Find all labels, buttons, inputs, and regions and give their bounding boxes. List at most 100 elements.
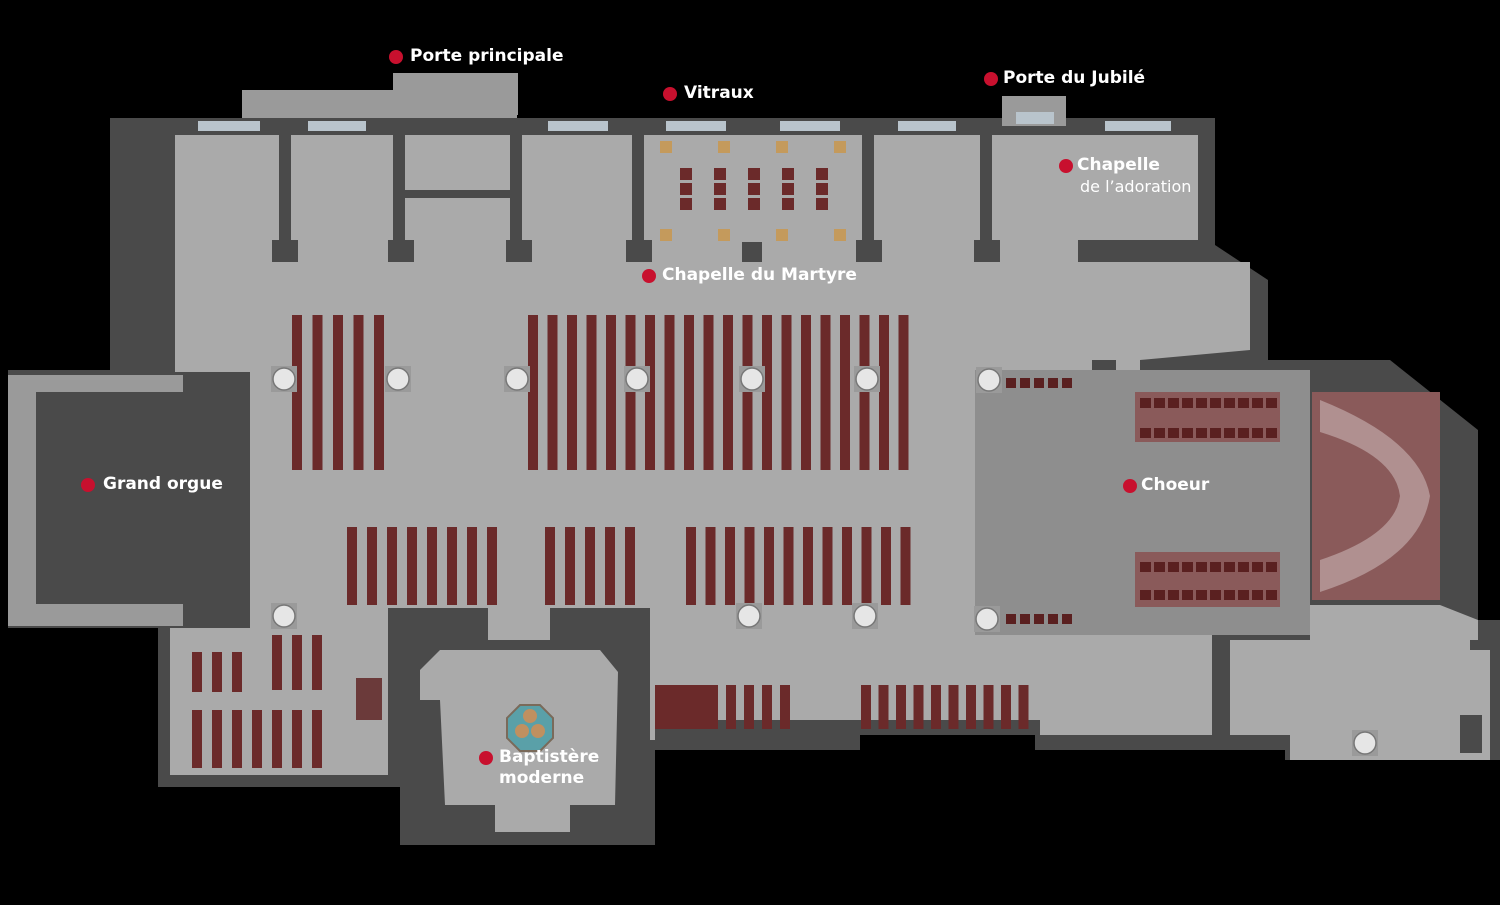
pew [820, 315, 831, 470]
pew [565, 527, 575, 605]
pillar [272, 367, 296, 391]
choir-stall [1196, 562, 1207, 572]
pew [762, 685, 772, 729]
choir-stall [1182, 398, 1193, 408]
pew [725, 527, 735, 605]
chapel-walls [272, 130, 1482, 753]
pew [585, 527, 595, 605]
poi-choeur[interactable]: Choeur [1123, 475, 1209, 496]
pew [586, 315, 597, 470]
choir-stall [1238, 398, 1249, 408]
pew [353, 315, 364, 470]
pew [744, 527, 755, 605]
chair [680, 183, 692, 195]
chair [680, 168, 692, 180]
pew [605, 527, 615, 605]
poi-label: Grand orgue [103, 474, 223, 494]
pillar [1353, 731, 1377, 755]
poi-sublabel: moderne [499, 768, 585, 788]
chair [782, 183, 794, 195]
choir-stall [1196, 590, 1207, 600]
pew [292, 635, 302, 690]
chair [816, 183, 828, 195]
pew [859, 315, 870, 470]
pew [545, 527, 555, 605]
chair [782, 198, 794, 210]
marker-dot [1123, 479, 1137, 493]
chapel-chair [718, 229, 730, 241]
choir-stall [1210, 562, 1221, 572]
pew [232, 652, 242, 692]
chapel-chair [718, 141, 730, 153]
pew [272, 710, 282, 768]
stained-glass-windows [198, 112, 1171, 131]
poi-chapelle-adoration[interactable]: Chapelle de l’adoration [1059, 155, 1191, 197]
pillar [977, 368, 1001, 392]
choir-stall [1252, 398, 1263, 408]
choir-stall [1154, 428, 1165, 438]
pillars [271, 366, 1378, 756]
chair [748, 168, 760, 180]
font-basin [515, 724, 529, 738]
choir-stall [1238, 428, 1249, 438]
pew [744, 685, 754, 729]
chair [680, 198, 692, 210]
pew [783, 527, 794, 605]
chapel-chair [660, 141, 672, 153]
altar-table [356, 678, 382, 720]
choir-stall [1048, 378, 1058, 388]
pillar [737, 604, 761, 628]
choir-stall [1168, 562, 1179, 572]
choir-stall [1154, 562, 1165, 572]
side-screen [655, 685, 718, 729]
poi-baptistere[interactable]: Baptistère moderne [479, 747, 599, 789]
pew [625, 527, 635, 605]
marker-dot [389, 50, 403, 64]
poi-sublabel: de l’adoration [1080, 177, 1192, 196]
pew [764, 527, 774, 605]
poi-chapelle-martyre[interactable]: Chapelle du Martyre [642, 265, 857, 286]
poi-label: Chapelle [1077, 155, 1160, 175]
pews [192, 315, 1029, 768]
choir-stall [1140, 398, 1151, 408]
pillar [505, 367, 529, 391]
pew [272, 635, 282, 690]
poi-label: Baptistère [499, 747, 600, 767]
poi-porte-principale[interactable]: Porte principale [389, 46, 563, 67]
pew [487, 527, 497, 605]
pew [528, 315, 538, 470]
marker-dot [984, 72, 998, 86]
pew [347, 527, 357, 605]
pew [948, 685, 959, 729]
poi-porte-du-jubile[interactable]: Porte du Jubilé [984, 68, 1145, 89]
pillar [740, 367, 764, 391]
pew [898, 315, 909, 470]
pew [801, 315, 811, 470]
pew [625, 315, 636, 470]
marker-dot [81, 478, 95, 492]
poi-label: Chapelle du Martyre [662, 265, 857, 285]
pew [292, 710, 302, 768]
choir-stall [1196, 428, 1207, 438]
pew [723, 315, 733, 470]
pew [742, 315, 753, 470]
choir-stall [1062, 378, 1072, 388]
pew [387, 527, 397, 605]
choir-stall [1182, 590, 1193, 600]
pew [842, 527, 852, 605]
pew [374, 315, 384, 470]
pew [878, 685, 889, 729]
font-basin [523, 709, 537, 723]
choir-stall [1238, 562, 1249, 572]
poi-vitraux[interactable]: Vitraux [663, 83, 754, 104]
apse-steps [1320, 400, 1430, 592]
pew [447, 527, 457, 605]
choir-stall [1224, 590, 1235, 600]
poi-label: Choeur [1141, 475, 1210, 495]
choir-stall [1140, 590, 1151, 600]
pew [212, 710, 222, 768]
choir-stall [1168, 428, 1179, 438]
pew [913, 685, 924, 729]
pillar [855, 367, 879, 391]
poi-grand-orgue[interactable]: Grand orgue [81, 474, 223, 495]
